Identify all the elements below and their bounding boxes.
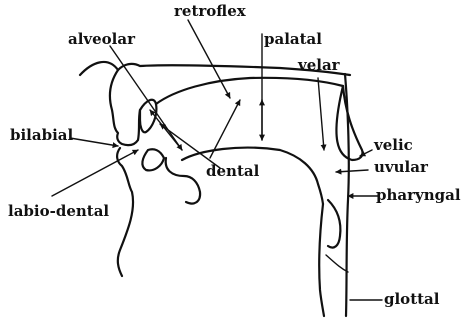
bilabial-arrow xyxy=(70,138,118,146)
label-retroflex: retroflex xyxy=(174,2,247,20)
lower-teeth xyxy=(142,149,164,170)
pharynx-front-wall xyxy=(319,204,324,316)
alveolar-arrow-2 xyxy=(150,110,182,150)
lower-lip-outline xyxy=(117,148,133,276)
label-velic: velic xyxy=(373,136,413,154)
tongue-tip xyxy=(166,158,200,204)
alveolar-arrow xyxy=(110,46,182,150)
label-dental: dental xyxy=(206,162,260,180)
epiglottis-outline xyxy=(328,200,340,248)
hard-palate-arch xyxy=(156,78,343,104)
label-labio-dental: labio-dental xyxy=(8,202,109,220)
pharynx-back-wall xyxy=(345,74,349,316)
label-bilabial: bilabial xyxy=(10,126,74,144)
label-glottal: glottal xyxy=(384,290,440,308)
label-alveolar: alveolar xyxy=(68,30,136,48)
glottis-line xyxy=(326,255,348,272)
label-palatal: palatal xyxy=(264,30,322,48)
label-velar: velar xyxy=(297,56,341,74)
label-pharyngal: pharyngal xyxy=(376,186,461,204)
label-uvular: uvular xyxy=(374,158,429,176)
upper-lip-outline xyxy=(110,70,140,145)
velar-arrow xyxy=(318,78,324,150)
uvular-arrow xyxy=(336,170,368,172)
